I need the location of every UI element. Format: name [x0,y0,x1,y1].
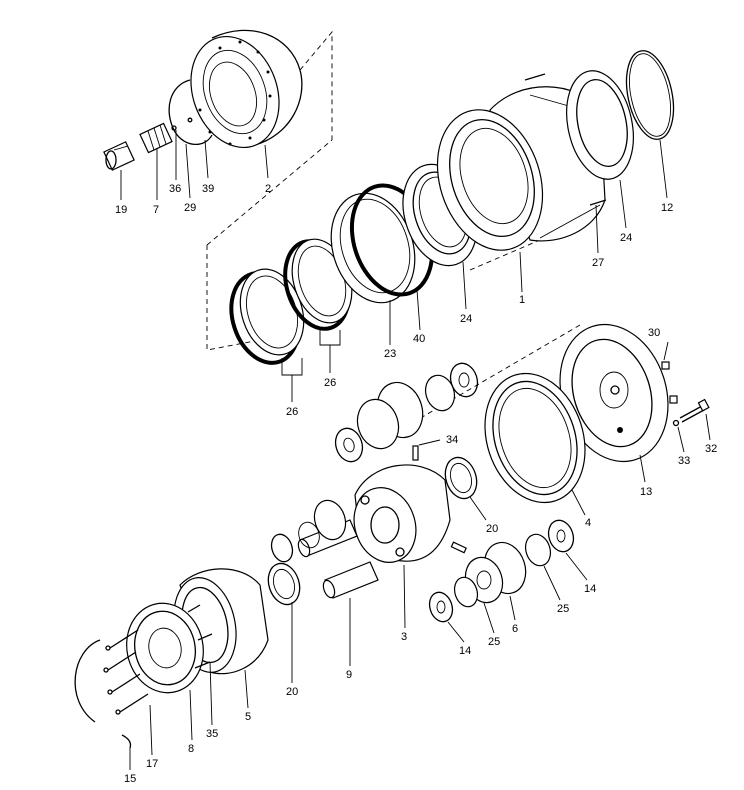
part-12-o-ring [625,50,675,140]
label-8: 8 [188,743,194,755]
label-25-left: 25 [488,636,500,648]
part-14-thrust-washer-mid [270,533,294,563]
part-39-snap-ring [168,79,213,146]
part-number-labels: 19 7 29 36 39 2 12 24 27 1 24 40 23 26 2… [115,183,717,785]
label-40: 40 [413,333,425,345]
label-7: 7 [153,204,159,216]
part-3-carrier [353,464,451,563]
label-17: 17 [146,758,158,770]
part-30-plug [661,361,678,404]
part-36-small-pin [187,117,193,123]
part-8-gear-ring [126,602,204,694]
part-14-thrust-washer-lower [428,519,575,623]
part-20-washer-upper [444,456,478,500]
part-4-ring-gear [484,372,586,504]
label-6: 6 [512,623,518,635]
label-24-lower: 24 [460,313,472,325]
label-34: 34 [446,434,458,446]
part-13-cover [559,323,669,463]
label-15: 15 [124,773,136,785]
label-2: 2 [265,183,271,195]
label-5: 5 [245,711,251,723]
label-35: 35 [206,728,218,740]
part-25-bearing-lower [453,533,552,608]
label-20-upper: 20 [486,523,498,535]
label-26-left: 26 [286,406,298,418]
part-34-pin [412,445,419,461]
label-14-left: 14 [459,645,471,657]
label-20-lower: 20 [286,686,298,698]
part-15-snap-ring [74,639,132,749]
small-pin-lower [450,541,467,554]
label-12: 12 [661,202,673,214]
part-7-shaft [139,122,177,154]
upper-planet-gear [356,374,456,450]
label-29: 29 [184,202,196,214]
label-9: 9 [346,669,352,681]
label-25-right: 25 [557,603,569,615]
part-2-housing [190,29,303,149]
label-24-upper: 24 [620,232,632,244]
label-19: 19 [115,204,127,216]
part-19-bearing [103,141,135,171]
label-32: 32 [705,443,717,455]
leader-lines [120,130,711,770]
part-35-bolts [187,604,213,669]
label-3: 3 [401,631,407,643]
label-4: 4 [585,517,591,529]
label-39: 39 [202,183,214,195]
assembly-dashed-lines [206,30,581,431]
label-23: 23 [384,348,396,360]
label-1: 1 [519,294,525,306]
label-14-right: 14 [584,583,596,595]
label-36: 36 [169,183,181,195]
part-32-bolt [679,398,710,423]
part-33-washer [672,419,680,427]
label-30: 30 [648,327,660,339]
part-20-washer-lower [267,562,301,606]
label-13: 13 [640,486,652,498]
mid-planet-gear [298,499,347,549]
label-33: 33 [678,455,690,467]
part-24-bearing-upper [524,70,634,206]
label-26-right: 26 [324,377,336,389]
part-17-stud-plate [103,629,149,715]
label-27: 27 [592,257,604,269]
